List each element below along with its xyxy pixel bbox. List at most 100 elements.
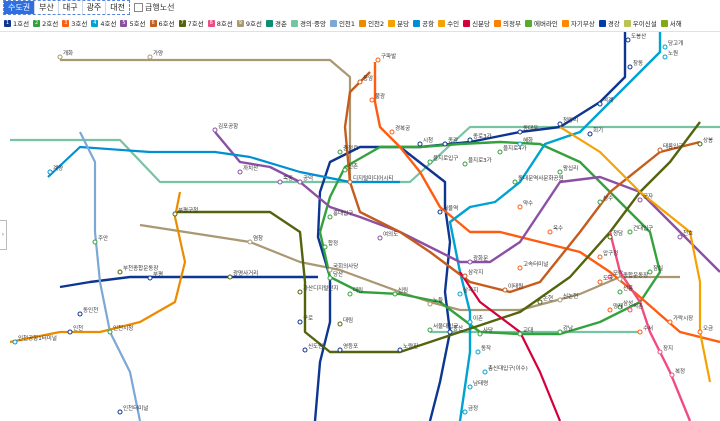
station-marker[interactable]	[662, 44, 668, 50]
station-label[interactable]: 강남	[563, 324, 573, 332]
station-label[interactable]: 시청	[423, 137, 433, 144]
station-label[interactable]: 당고개	[668, 39, 683, 47]
station-marker[interactable]	[587, 131, 593, 137]
station-marker[interactable]	[557, 329, 563, 335]
station-label[interactable]: 대림	[343, 316, 353, 324]
station-label[interactable]: 논현	[543, 294, 553, 302]
station-label[interactable]: 성수	[603, 194, 613, 202]
station-marker[interactable]	[517, 331, 523, 337]
station-marker[interactable]	[607, 307, 613, 313]
station-label[interactable]: 장지	[663, 344, 673, 352]
station-marker[interactable]	[147, 275, 153, 281]
station-label[interactable]: 국회의사당	[333, 262, 358, 270]
station-label[interactable]: 여의도	[383, 230, 398, 238]
station-marker[interactable]	[537, 299, 543, 305]
station-marker[interactable]	[437, 209, 443, 215]
station-marker[interactable]	[327, 214, 333, 220]
station-marker[interactable]	[627, 307, 633, 313]
station-marker[interactable]	[237, 169, 243, 175]
station-marker[interactable]	[442, 141, 448, 147]
station-label[interactable]: 남태령	[473, 379, 488, 387]
station-marker[interactable]	[625, 37, 631, 43]
station-label[interactable]: 군자	[643, 192, 653, 200]
station-marker[interactable]	[467, 259, 473, 265]
station-label[interactable]: 모란	[613, 270, 623, 277]
station-label[interactable]: 응암	[363, 74, 373, 82]
legend-item[interactable]: 경의·중앙	[290, 18, 326, 28]
station-label[interactable]: 인천시청	[113, 324, 133, 332]
station-label[interactable]: 노들	[433, 297, 443, 304]
station-marker[interactable]	[462, 161, 468, 167]
station-label[interactable]: 노량진	[403, 342, 418, 350]
station-marker[interactable]	[597, 254, 603, 260]
station-label[interactable]: 신도림	[308, 342, 323, 350]
station-marker[interactable]	[677, 234, 683, 240]
station-label[interactable]: 가양	[153, 49, 163, 57]
legend-item[interactable]: 신분당	[463, 18, 490, 28]
express-toggle[interactable]: 급행노선	[134, 2, 174, 13]
station-label[interactable]: 삼성	[623, 299, 633, 307]
station-marker[interactable]	[427, 327, 433, 333]
station-label[interactable]: 구로	[303, 315, 313, 322]
station-label[interactable]: 혜화	[523, 136, 533, 144]
station-marker[interactable]	[377, 235, 383, 241]
station-marker[interactable]	[277, 179, 283, 185]
station-marker[interactable]	[547, 229, 553, 235]
station-label[interactable]: 홍대입구	[333, 209, 353, 217]
station-label[interactable]: 주안	[98, 235, 108, 242]
station-marker[interactable]	[337, 321, 343, 327]
station-marker[interactable]	[147, 54, 153, 60]
station-label[interactable]: 대림	[353, 286, 363, 294]
station-label[interactable]: 용산	[453, 324, 463, 332]
station-label[interactable]: 부평구청	[178, 207, 198, 214]
station-marker[interactable]	[375, 57, 381, 63]
station-label[interactable]: 공덕	[303, 175, 313, 182]
station-label[interactable]: 선릉	[623, 284, 633, 292]
station-marker[interactable]	[337, 347, 343, 353]
station-marker[interactable]	[597, 101, 603, 107]
station-label[interactable]: 약수	[523, 199, 533, 207]
station-label[interactable]: 건대입구	[633, 224, 653, 232]
station-marker[interactable]	[327, 267, 333, 273]
station-label[interactable]: 고속터미널	[523, 260, 548, 268]
station-label[interactable]: 디지털미디어시티	[353, 174, 393, 182]
station-label[interactable]: 인천	[73, 324, 83, 332]
station-label[interactable]: 광화문	[473, 255, 488, 262]
station-marker[interactable]	[417, 141, 423, 147]
legend-item[interactable]: 수인	[438, 18, 459, 28]
station-label[interactable]: 노원	[668, 49, 678, 57]
station-marker[interactable]	[607, 234, 613, 240]
station-label[interactable]: 종각	[448, 137, 458, 144]
station-marker[interactable]	[117, 409, 123, 415]
legend-item[interactable]: 인천1	[329, 18, 355, 28]
station-label[interactable]: 왕십리	[563, 164, 578, 172]
station-label[interactable]: 합정	[328, 239, 338, 247]
station-label[interactable]: 교대	[523, 326, 533, 334]
station-marker[interactable]	[467, 384, 473, 390]
station-marker[interactable]	[462, 273, 468, 279]
station-marker[interactable]	[475, 349, 481, 355]
station-marker[interactable]	[117, 269, 123, 275]
station-marker[interactable]	[557, 297, 563, 303]
station-marker[interactable]	[447, 329, 453, 335]
station-label[interactable]: 오금	[703, 325, 713, 332]
station-marker[interactable]	[477, 331, 483, 337]
station-marker[interactable]	[502, 287, 508, 293]
station-label[interactable]: 가산디지털단지	[303, 284, 338, 292]
station-marker[interactable]	[342, 167, 348, 173]
station-label[interactable]: 목동	[283, 175, 293, 182]
station-marker[interactable]	[657, 349, 663, 355]
station-label[interactable]: 염창	[253, 234, 263, 242]
station-label[interactable]: 서울역	[443, 204, 458, 212]
station-label[interactable]: 인천공항1터미널	[18, 334, 57, 342]
station-label[interactable]: 천호	[683, 229, 693, 237]
station-marker[interactable]	[92, 239, 98, 245]
station-marker[interactable]	[427, 159, 433, 165]
station-label[interactable]: 을지로입구	[433, 154, 458, 162]
tab-region-gwangju[interactable]: 광주	[83, 1, 107, 14]
